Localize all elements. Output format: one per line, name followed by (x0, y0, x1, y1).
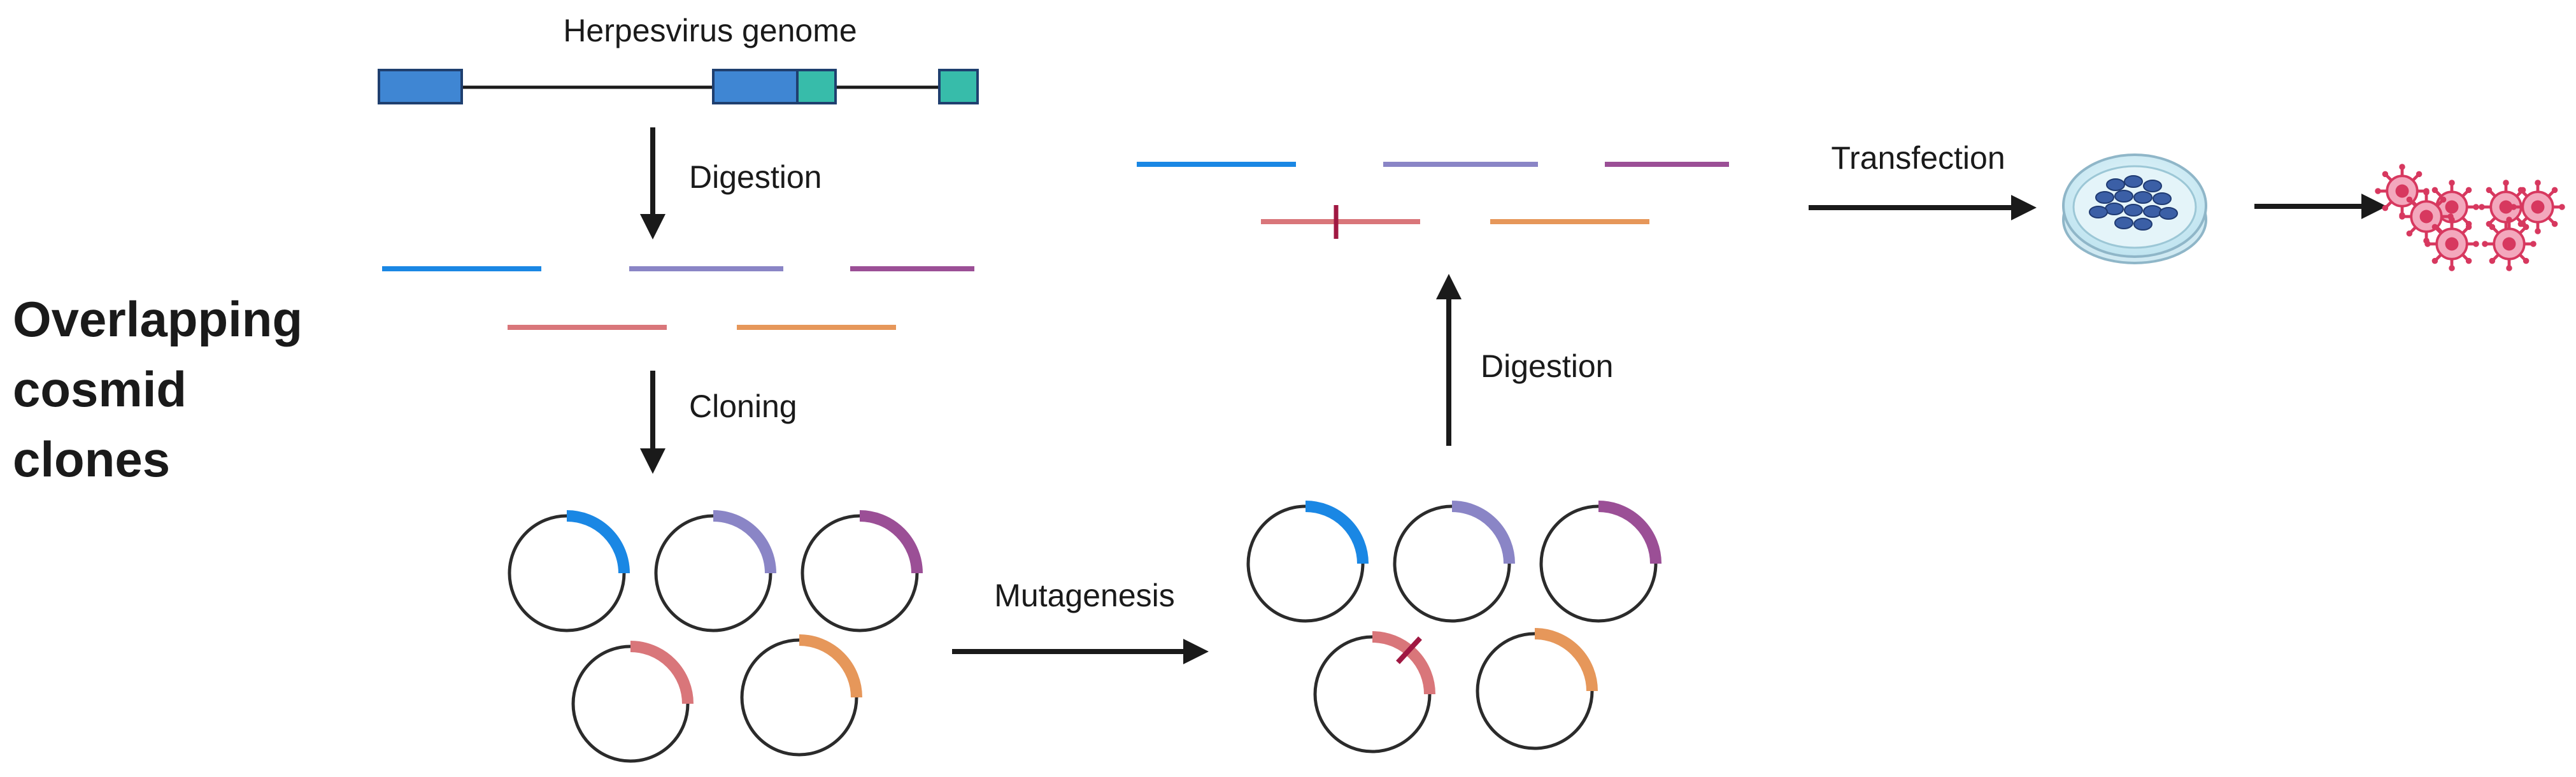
digested-fragments-2 (1137, 162, 1729, 239)
title-line-1: Overlapping (13, 291, 302, 347)
digestion-label-1: Digestion (689, 159, 822, 195)
cosmid-plasmid-icon (1393, 501, 1515, 623)
virus-particle-icon (2510, 180, 2565, 234)
mutagenesis-label: Mutagenesis (994, 578, 1175, 613)
digestion-label-2: Digestion (1481, 348, 1613, 384)
cosmid-plasmid-icon (508, 510, 630, 632)
cosmid-plasmid-icon (1246, 501, 1369, 623)
cosmid-plasmid-group-right (1246, 501, 1662, 753)
cosmid-plasmid-icon (1476, 628, 1598, 750)
cosmid-plasmid-icon (801, 510, 923, 632)
virus-particle-icon (2482, 217, 2537, 271)
cosmid-plasmid-icon (571, 641, 694, 763)
digested-fragments-1 (382, 266, 974, 330)
title-line-2: cosmid (13, 361, 187, 417)
petri-dish-icon (2062, 153, 2207, 264)
cosmid-plasmid-icon (654, 510, 776, 632)
virus-particle-icon (2424, 217, 2479, 271)
cloning-label: Cloning (689, 388, 797, 424)
genome-map-icon (378, 69, 979, 104)
title-line-3: clones (13, 431, 170, 487)
cosmid-plasmid-icon (1539, 501, 1662, 623)
virus-particles (2375, 164, 2565, 271)
cosmid-plasmid-icon (740, 634, 862, 757)
transfection-label: Transfection (1831, 140, 2005, 176)
genome-label: Herpesvirus genome (563, 13, 857, 48)
mutation-mark (1396, 636, 1422, 664)
cosmid-plasmid-group-left (508, 510, 923, 763)
mutated-cosmid-plasmid-icon (1313, 631, 1435, 753)
